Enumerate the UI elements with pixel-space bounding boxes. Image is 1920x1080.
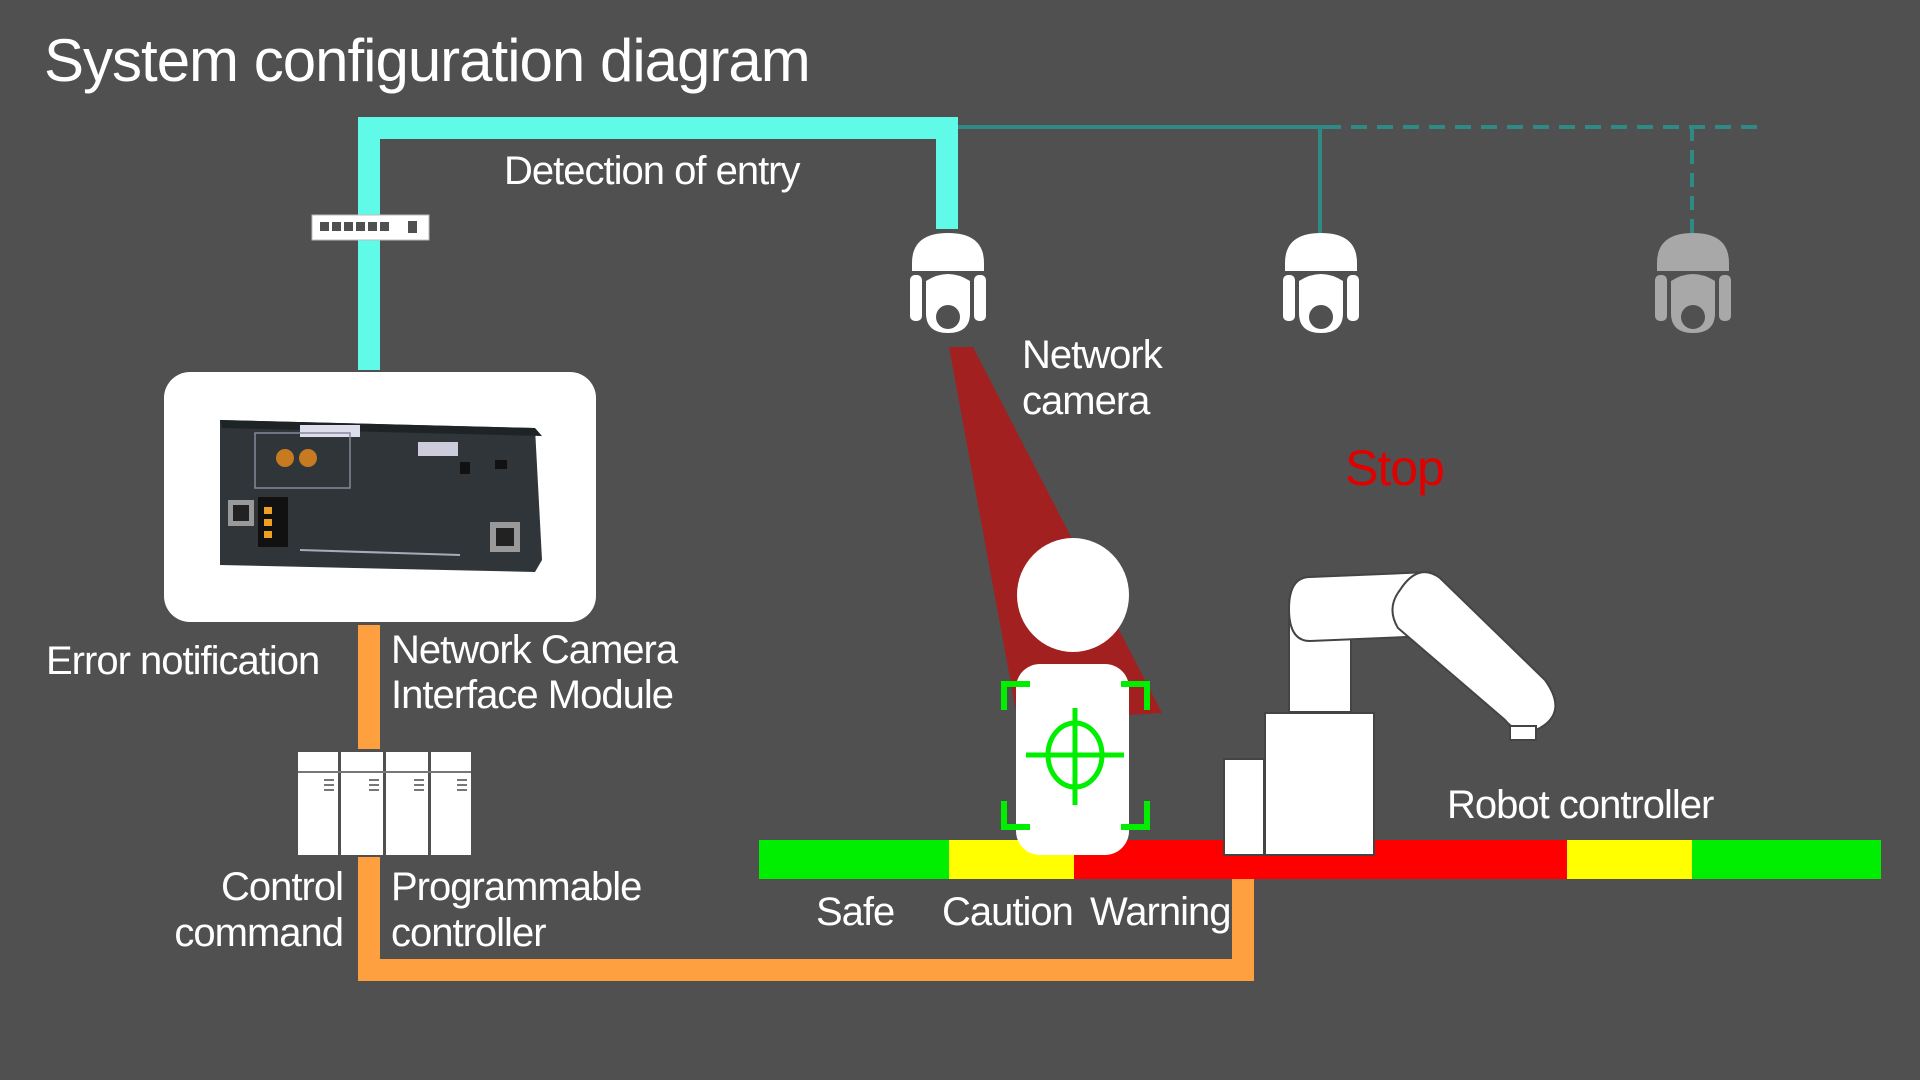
robot-controller-label: Robot controller [1447, 783, 1714, 827]
zone-warning-label: Warning [1090, 890, 1231, 934]
stop-label: Stop [1345, 440, 1445, 496]
zone-safe-right [1692, 840, 1881, 879]
control-command-line2: command [174, 911, 344, 955]
zone-caution-right [1567, 840, 1692, 879]
plc-label: Programmable controller [391, 864, 642, 956]
network-camera-label-line1: Network [1022, 333, 1163, 377]
plc-label-line2: controller [391, 911, 547, 955]
network-camera-label: Network camera [1022, 332, 1163, 424]
control-command-line1: Control [221, 865, 344, 909]
network-camera-label-line2: camera [1022, 379, 1150, 423]
network-camera-icon [1283, 233, 1359, 333]
control-command-label: Control command [174, 864, 344, 956]
zone-caution-label: Caution [942, 890, 1074, 934]
interface-module-image [164, 372, 596, 622]
control-cable [358, 625, 1254, 981]
error-notification-label: Error notification [46, 639, 320, 683]
person-icon [1016, 538, 1129, 855]
plc-label-line1: Programmable [391, 865, 642, 909]
zone-safe-label: Safe [816, 890, 895, 934]
module-label-line2: Interface Module [391, 673, 674, 717]
zone-safe-left [759, 840, 949, 879]
zone-bar [759, 840, 1881, 879]
module-label-line1: Network Camera [391, 628, 678, 672]
module-label: Network Camera Interface Module [391, 628, 678, 718]
target-crosshair-icon [1001, 681, 1150, 830]
programmable-controller-icon [298, 752, 471, 855]
detection-label: Detection of entry [504, 149, 800, 193]
network-cable [358, 117, 958, 370]
network-switch-icon [311, 214, 430, 241]
network-extension-line [958, 125, 1765, 233]
network-camera-inactive-icon [1655, 233, 1731, 333]
network-camera-icon [910, 233, 986, 333]
robot-arm-icon [1223, 570, 1557, 856]
page-title: System configuration diagram [44, 27, 811, 94]
